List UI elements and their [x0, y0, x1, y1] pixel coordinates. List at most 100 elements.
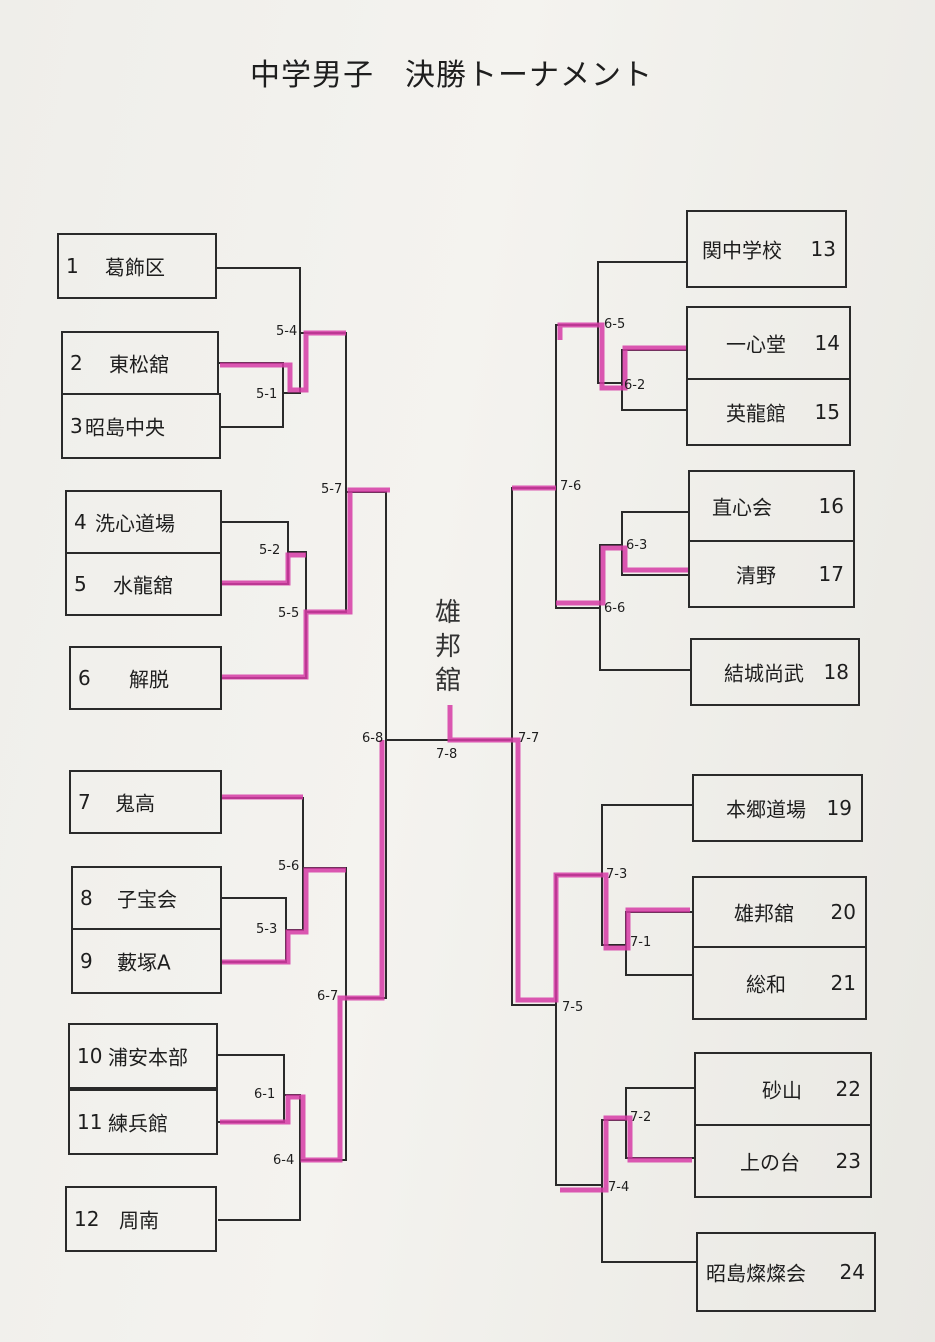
team-name: 一心堂: [726, 332, 786, 357]
highlight-line: [222, 867, 346, 965]
winning-path-highlight: [220, 322, 692, 1193]
bracket-line: [222, 521, 289, 552]
team-seed: 14: [814, 331, 840, 355]
team-box: 上の台 23: [694, 1124, 872, 1198]
match-label: 7-6: [560, 479, 582, 494]
team-name: 藪塚A: [117, 950, 171, 975]
match-label: 5-7: [321, 482, 343, 497]
handwritten-winner: 雄 邦 舘: [434, 598, 461, 696]
match-label: 7-7: [518, 731, 540, 746]
team-name: 砂山: [762, 1078, 802, 1103]
team-name: 上の台: [740, 1150, 800, 1175]
match-label: 6-6: [604, 601, 626, 616]
bracket-line: [222, 797, 304, 868]
bracket-line: [222, 897, 287, 930]
bracket-line: [511, 487, 600, 740]
team-box: 11 練兵館: [68, 1089, 218, 1155]
team-name: 直心会: [712, 495, 772, 520]
team-box: 結城尚武 18: [690, 638, 860, 706]
team-name: 練兵館: [108, 1111, 168, 1136]
team-name: 総和: [746, 972, 786, 997]
team-box: 本郷道場 19: [692, 774, 863, 842]
bracket-line: [599, 544, 688, 608]
highlight-line: [447, 705, 690, 1003]
match-label: 7-3: [606, 867, 628, 882]
team-name: 関中学校: [702, 238, 782, 263]
bracket-line: [601, 1185, 696, 1263]
team-seed: 20: [830, 900, 856, 924]
team-seed: 17: [818, 562, 844, 586]
match-label: 7-5: [562, 1000, 584, 1015]
team-seed: 23: [835, 1149, 861, 1173]
team-name: 葛飾区: [105, 255, 165, 280]
team-seed: 8: [80, 886, 93, 910]
bracket-line: [222, 612, 307, 679]
team-seed: 3: [70, 414, 83, 438]
team-name: 洗心道場: [95, 511, 175, 536]
bracket-line: [222, 868, 304, 963]
team-seed: 11: [77, 1110, 103, 1134]
match-label: 6-3: [626, 538, 648, 553]
team-name: 雄邦舘: [734, 901, 794, 926]
team-name: 解脱: [129, 667, 169, 692]
team-name: 周南: [119, 1208, 159, 1233]
team-seed: 10: [77, 1044, 103, 1068]
team-seed: 6: [78, 666, 91, 690]
team-seed: 16: [818, 494, 844, 518]
team-name: 昭島燦燦会: [706, 1261, 806, 1286]
match-label: 7-4: [608, 1180, 630, 1195]
team-box: 3 昭島中央: [61, 393, 221, 459]
team-name: 本郷道場: [726, 797, 806, 822]
team-seed: 9: [80, 949, 93, 973]
highlight-line: [220, 330, 346, 393]
bracket-line: [621, 511, 688, 545]
team-seed: 18: [823, 660, 849, 684]
team-box: 関中学校 13: [686, 210, 847, 288]
match-label: 7-1: [630, 935, 652, 950]
match-label: 6-4: [273, 1153, 295, 1168]
bracket-line: [555, 324, 598, 488]
team-box: 8 子宝会: [71, 866, 222, 930]
match-label: 5-4: [276, 324, 298, 339]
match-label: 5-1: [256, 387, 278, 402]
bracket-line: [303, 867, 347, 998]
match-label: 5-5: [278, 606, 300, 621]
match-label: 7-8: [436, 747, 458, 762]
team-seed: 12: [74, 1207, 100, 1231]
match-label: 6-5: [604, 317, 626, 332]
team-box: 直心会 16: [688, 470, 855, 542]
team-box: 2 東松舘: [61, 331, 219, 395]
team-box: 12 周南: [65, 1186, 217, 1252]
bracket-line: [218, 1160, 301, 1221]
highlight-line: [557, 322, 686, 391]
match-label: 5-6: [278, 859, 300, 874]
team-box: 1 葛飾区: [57, 233, 217, 299]
team-box: 5 水龍舘: [65, 552, 222, 616]
match-label: 6-2: [624, 378, 646, 393]
team-box: 総和 21: [692, 946, 867, 1020]
team-name: 鬼高: [115, 791, 155, 816]
highlight-line: [220, 740, 385, 1163]
bracket-line: [555, 874, 602, 1005]
team-name: 英龍館: [726, 401, 786, 426]
team-box: 9 藪塚A: [71, 928, 222, 994]
bracket-line: [601, 875, 692, 976]
bracket-line: [597, 261, 688, 325]
highlight-line: [222, 552, 306, 586]
team-seed: 2: [70, 351, 83, 375]
team-seed: 19: [826, 796, 852, 820]
team-box: 雄邦舘 20: [692, 876, 867, 948]
team-seed: 15: [814, 400, 840, 424]
bracket-line: [599, 608, 690, 671]
match-label: 6-7: [317, 989, 339, 1004]
team-box: 英龍館 15: [686, 378, 851, 446]
team-name: 昭島中央: [85, 415, 165, 440]
match-label: 5-2: [259, 543, 281, 558]
bracket-line: [220, 393, 284, 428]
bracket-line: [306, 491, 387, 740]
match-label: 6-1: [254, 1087, 276, 1102]
team-box: 7 鬼高: [69, 770, 222, 834]
team-seed: 1: [66, 254, 79, 278]
